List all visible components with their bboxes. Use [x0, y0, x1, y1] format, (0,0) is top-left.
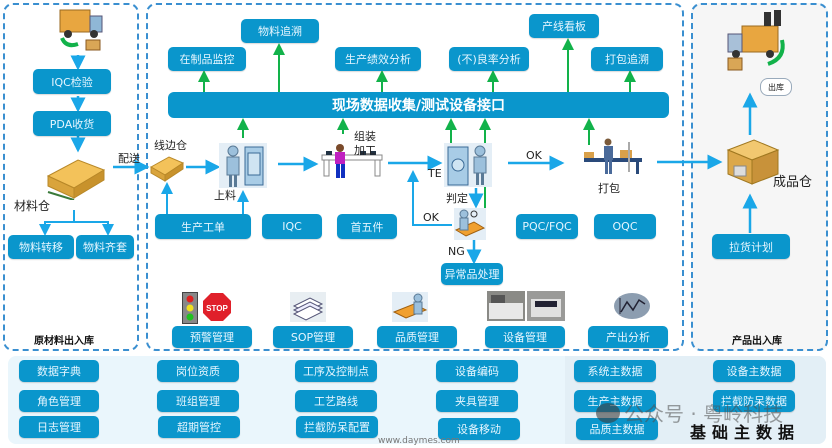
base-equipment-move[interactable]: 设备移动 — [438, 418, 520, 440]
base-equipment-master-data[interactable]: 设备主数据 — [713, 360, 795, 382]
material-transfer-button[interactable]: 物料转移 — [8, 235, 74, 259]
packing-station-icon — [582, 138, 644, 176]
base-log-management[interactable]: 日志管理 — [19, 416, 99, 438]
stop-sign-icon: STOP — [202, 292, 232, 322]
base-equipment-code[interactable]: 设备编码 — [436, 360, 518, 382]
base-team-management[interactable]: 班组管理 — [157, 390, 239, 412]
quality-management-button[interactable]: 品质管理 — [377, 326, 457, 348]
finished-goods-label: 成品仓 — [773, 175, 813, 190]
pda-receiving-button[interactable]: PDA收货 — [33, 111, 111, 136]
sop-management-button[interactable]: SOP管理 — [273, 326, 353, 348]
website-url: www.daymes.com — [378, 436, 460, 446]
judge-label: 判定 — [446, 192, 468, 205]
finished-goods-box-icon — [724, 136, 780, 186]
assembly-label-1: 组装 — [354, 130, 376, 143]
material-warehouse-label: 材料仓 — [14, 199, 51, 213]
product-panel-title: 产品出入库 — [732, 336, 782, 347]
wip-monitoring-button[interactable]: 在制品监控 — [168, 47, 246, 71]
line-side-pallet-icon — [149, 153, 185, 183]
shipping-truck-icon — [722, 8, 796, 74]
equipment-management-button[interactable]: 设备管理 — [485, 326, 565, 348]
delivery-label: 配送 — [118, 152, 140, 165]
ng-label: NG — [448, 245, 465, 258]
pack-label: 打包 — [598, 182, 620, 195]
base-interception-data[interactable]: 拦截防呆数据 — [713, 390, 795, 412]
assembly-label-2: 加工 — [354, 144, 376, 157]
raw-material-panel-title: 原材料出入库 — [34, 336, 94, 347]
base-role-management[interactable]: 角色管理 — [19, 390, 99, 412]
ok-label-loop: OK — [423, 211, 439, 224]
test-equipment-icon — [444, 143, 492, 187]
base-process-route[interactable]: 工艺路线 — [295, 390, 377, 412]
base-data-title: 基础主数据 — [690, 423, 801, 442]
base-system-master-data[interactable]: 系统主数据 — [574, 360, 656, 382]
shipping-label: 出库 — [768, 82, 784, 92]
line-side-warehouse-label: 线边仓 — [154, 139, 187, 152]
arrow-ok-loop — [407, 170, 452, 226]
material-warehouse-pallet-icon — [42, 152, 108, 201]
pqc-fqc-button[interactable]: PQC/FQC — [516, 214, 578, 239]
abnormal-handling-button[interactable]: 异常品处理 — [441, 263, 503, 285]
work-order-button[interactable]: 生产工单 — [155, 214, 251, 239]
arrow-warehouse-split — [44, 210, 109, 232]
base-data-dictionary[interactable]: 数据字典 — [19, 360, 99, 382]
shipping-label-bubble: 出库 — [760, 78, 792, 96]
te-label: TE — [428, 167, 442, 180]
alert-management-button[interactable]: 预警管理 — [172, 326, 252, 348]
raw-material-panel — [3, 3, 139, 351]
watermark-text: 公众号 · 粤岭科技 — [624, 402, 784, 426]
loading-label: 上料 — [214, 189, 236, 202]
truck-receiving-icon — [56, 4, 104, 54]
base-quality-master-data[interactable]: 品质主数据 — [576, 418, 658, 440]
first-five-pieces-button[interactable]: 首五件 — [337, 214, 397, 239]
pull-plan-button[interactable]: 拉货计划 — [712, 234, 790, 259]
inspection-station-icon — [454, 208, 486, 240]
iqc-input-button[interactable]: IQC — [262, 214, 322, 239]
production-panel — [146, 3, 684, 351]
base-fixture-management[interactable]: 夹具管理 — [436, 390, 518, 412]
material-kitting-button[interactable]: 物料齐套 — [76, 235, 134, 259]
defect-rate-analysis-button[interactable]: (不)良率分析 — [449, 47, 529, 71]
oqc-button[interactable]: OQC — [594, 214, 656, 239]
production-performance-button[interactable]: 生产绩效分析 — [335, 47, 421, 71]
sop-documents-icon — [290, 292, 326, 322]
line-board-button[interactable]: 产线看板 — [529, 14, 599, 38]
loading-station-icon — [219, 143, 267, 188]
assembly-station-icon — [320, 143, 384, 179]
quality-inspection-icon — [392, 292, 428, 322]
output-analysis-chart-icon — [613, 292, 651, 320]
base-interception-config[interactable]: 拦截防呆配置 — [296, 416, 378, 438]
data-collection-interface-bar: 现场数据收集/测试设备接口 — [168, 92, 669, 118]
packing-traceability-button[interactable]: 打包追溯 — [591, 47, 663, 71]
material-traceability-button[interactable]: 物料追溯 — [241, 19, 319, 43]
base-overdue-control[interactable]: 超期管控 — [158, 416, 240, 438]
stop-sign-text: STOP — [206, 304, 228, 313]
base-post-qualification[interactable]: 岗位资质 — [157, 360, 239, 382]
equipment-photo-2 — [527, 291, 565, 321]
output-analysis-button[interactable]: 产出分析 — [588, 326, 668, 348]
wechat-icon — [596, 402, 620, 423]
traffic-light-icon — [182, 292, 198, 324]
wechat-watermark: 公众号 · 粤岭科技 — [596, 398, 783, 427]
iqc-inspection-button[interactable]: IQC检验 — [33, 69, 111, 94]
base-process-control-points[interactable]: 工序及控制点 — [295, 360, 377, 382]
ok-label-pack: OK — [526, 149, 542, 162]
equipment-photo-1 — [487, 291, 525, 321]
